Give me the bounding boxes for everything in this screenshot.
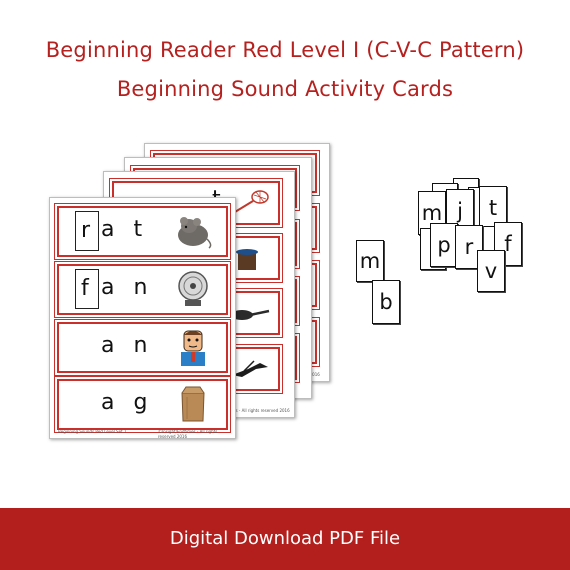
fan-icon <box>178 271 208 306</box>
word-ending: a t <box>101 217 149 242</box>
pan-icon <box>231 309 270 320</box>
letter-slot: r <box>75 211 99 251</box>
footer-right-text: ©Insight/Endtimes - All rights reserved … <box>158 429 218 439</box>
letter-tile[interactable]: b <box>372 280 400 324</box>
tile-letter: p <box>437 233 451 257</box>
tile-letter: v <box>484 259 498 283</box>
banner-text: Digital Download PDF File <box>169 528 401 549</box>
slot-letter: r <box>81 218 91 243</box>
tile-letter: f <box>504 232 512 256</box>
card-sheet-front: r a t f a n a n <box>49 197 236 439</box>
tile-letter: b <box>379 290 393 314</box>
word-ending: a n <box>101 333 154 358</box>
card-row: a g <box>54 376 231 433</box>
man-icon <box>181 330 205 366</box>
tile-letter: m <box>421 201 443 225</box>
word-ending: a n <box>101 275 154 300</box>
footer-text: ©Insight/Endtimes - All rights reserved … <box>200 408 290 413</box>
tile-letter: j <box>457 199 463 223</box>
card-row: a n <box>54 319 231 376</box>
title-line-2: Beginning Sound Activity Cards <box>116 77 454 101</box>
footer-left-text: Beginning Sounds Red Level Set 1 <box>58 429 127 434</box>
slot-letter: f <box>81 276 89 301</box>
letter-tile[interactable]: f <box>494 222 522 266</box>
title-line-1: Beginning Reader Red Level I (C-V-C Patt… <box>45 38 525 62</box>
letter-tile[interactable]: p <box>430 223 458 267</box>
card-row: r a t <box>54 203 231 260</box>
letter-tile[interactable]: v <box>477 250 505 292</box>
tile-letter: m <box>359 249 381 273</box>
letter-slot: f <box>75 269 99 309</box>
card-row: f a n <box>54 261 231 318</box>
bag-icon <box>181 386 205 422</box>
bottom-banner <box>0 508 570 570</box>
tile-letter: t <box>488 196 498 220</box>
tile-letter: r <box>464 235 474 259</box>
bat-icon <box>232 360 268 377</box>
rat-icon <box>178 217 212 249</box>
pot-icon <box>236 249 258 270</box>
word-ending: a g <box>101 390 154 415</box>
letter-tile[interactable]: m <box>356 240 384 282</box>
